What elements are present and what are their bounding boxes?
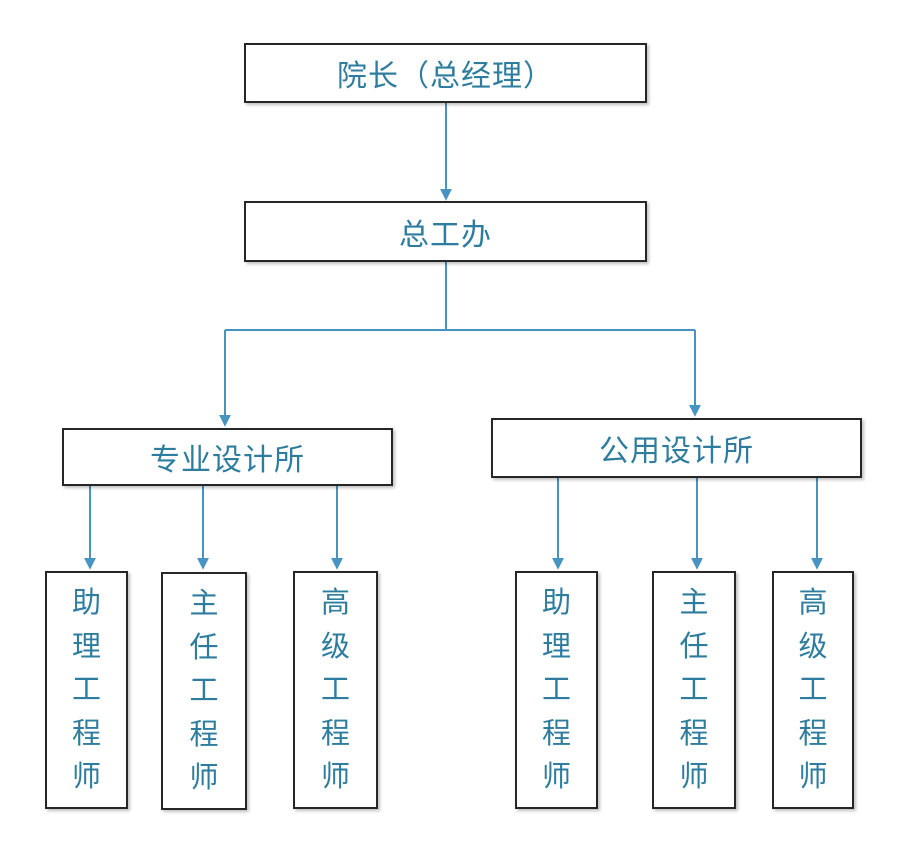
node-left-chief-engineer-label: 主任工程师 xyxy=(189,586,219,795)
node-dept-left[interactable]: 专业设计所 xyxy=(62,428,393,486)
node-dept-left-label: 专业设计所 xyxy=(150,443,305,478)
node-director[interactable]: 院长（总经理） xyxy=(244,43,647,103)
node-left-chief-engineer[interactable]: 主任工程师 xyxy=(161,572,247,810)
node-dept-right-label: 公用设计所 xyxy=(599,434,754,469)
node-left-assistant-engineer-label: 助理工程师 xyxy=(71,585,101,794)
node-right-assistant-engineer[interactable]: 助理工程师 xyxy=(515,571,598,809)
node-chief-office[interactable]: 总工办 xyxy=(244,201,647,262)
node-left-assistant-engineer[interactable]: 助理工程师 xyxy=(45,571,128,809)
node-left-senior-engineer-label: 高级工程师 xyxy=(320,585,350,794)
node-right-chief-engineer[interactable]: 主任工程师 xyxy=(652,571,736,809)
node-director-label: 院长（总经理） xyxy=(337,59,554,94)
node-right-senior-engineer[interactable]: 高级工程师 xyxy=(772,571,854,809)
node-dept-right[interactable]: 公用设计所 xyxy=(491,418,862,478)
node-right-chief-engineer-label: 主任工程师 xyxy=(679,585,709,794)
node-left-senior-engineer[interactable]: 高级工程师 xyxy=(293,571,378,809)
node-right-senior-engineer-label: 高级工程师 xyxy=(798,585,828,794)
node-right-assistant-engineer-label: 助理工程师 xyxy=(541,585,571,794)
node-chief-office-label: 总工办 xyxy=(399,217,492,253)
